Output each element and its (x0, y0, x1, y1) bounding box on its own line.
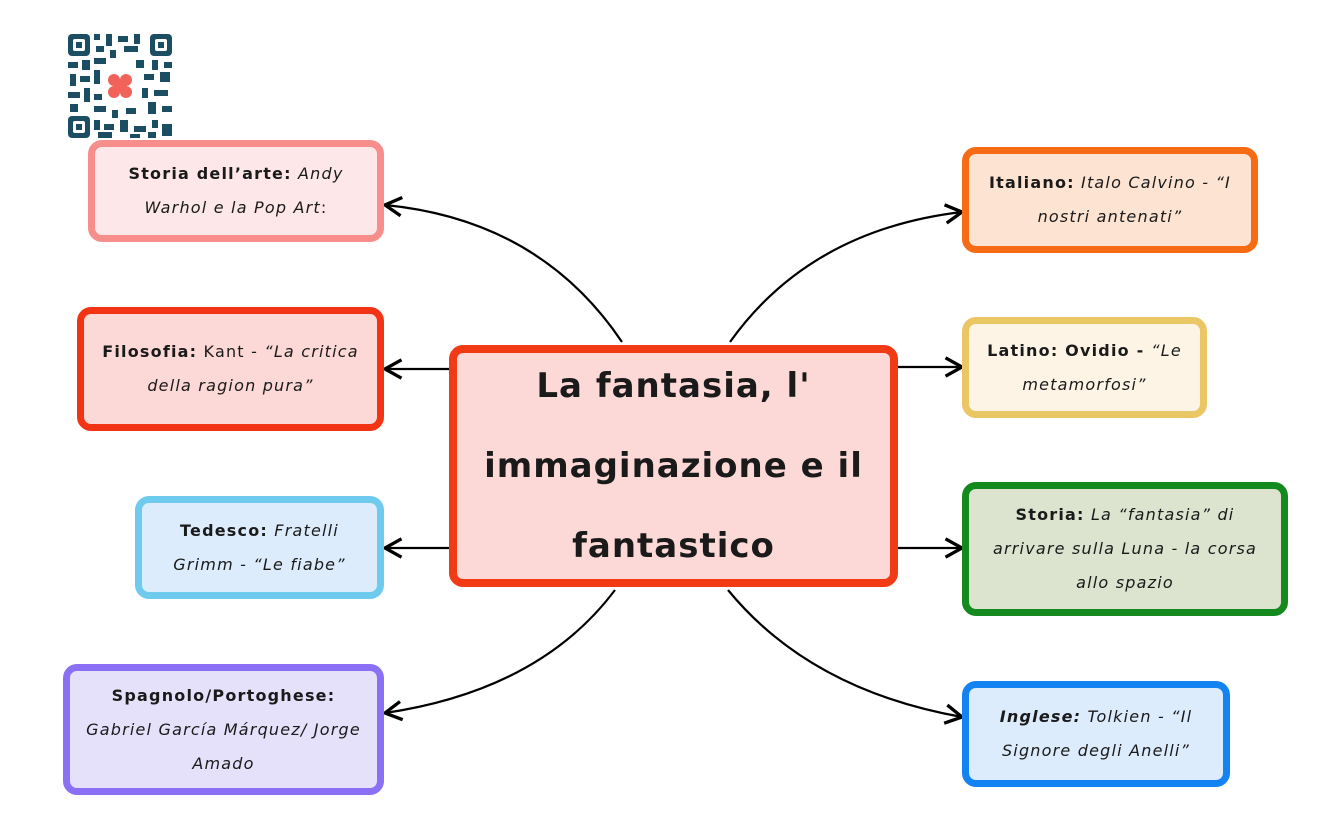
node-latino-text: Latino: Ovidio - “Le metamorfosi” (987, 340, 1182, 394)
central-topic: La fantasia, l' immaginazione e il fanta… (449, 345, 898, 587)
node-italiano-text: Italiano: Italo Calvino - “I nostri ante… (989, 173, 1231, 226)
node-storia-arte-text: Storia dell’arte: Andy Warhol e la Pop A… (128, 164, 344, 217)
arrow-to-spagnolo (381, 589, 616, 722)
arrow-to-italiano (729, 203, 966, 343)
node-spagnolo: Spagnolo/Portoghese:Gabriel García Márqu… (63, 664, 384, 795)
node-italiano: Italiano: Italo Calvino - “I nostri ante… (962, 147, 1258, 253)
node-spagnolo-text: Spagnolo/Portoghese:Gabriel García Márqu… (86, 685, 361, 773)
node-filosofia-text: Filosofia: Kant - “La critica della ragi… (102, 342, 359, 395)
node-storia-text: Storia: La “fantasia” di arrivare sulla … (992, 505, 1258, 592)
node-storia-arte: Storia dell’arte: Andy Warhol e la Pop A… (88, 140, 384, 242)
node-tedesco-text: Tedesco: Fratelli Grimm - “Le fiabe” (173, 520, 346, 574)
arrow-to-storia-arte (381, 195, 623, 343)
node-filosofia: Filosofia: Kant - “La critica della ragi… (77, 307, 384, 431)
qr-code-logo (64, 30, 176, 142)
arrow-to-inglese (727, 589, 966, 725)
node-storia: Storia: La “fantasia” di arrivare sulla … (962, 482, 1288, 616)
central-topic-text: La fantasia, l' immaginazione e il fanta… (484, 366, 863, 566)
node-latino: Latino: Ovidio - “Le metamorfosi” (962, 317, 1207, 418)
node-tedesco: Tedesco: Fratelli Grimm - “Le fiabe” (135, 496, 384, 599)
node-inglese-text: Inglese: Tolkien - “Il Signore degli Ane… (999, 707, 1193, 760)
node-inglese: Inglese: Tolkien - “Il Signore degli Ane… (962, 681, 1230, 787)
